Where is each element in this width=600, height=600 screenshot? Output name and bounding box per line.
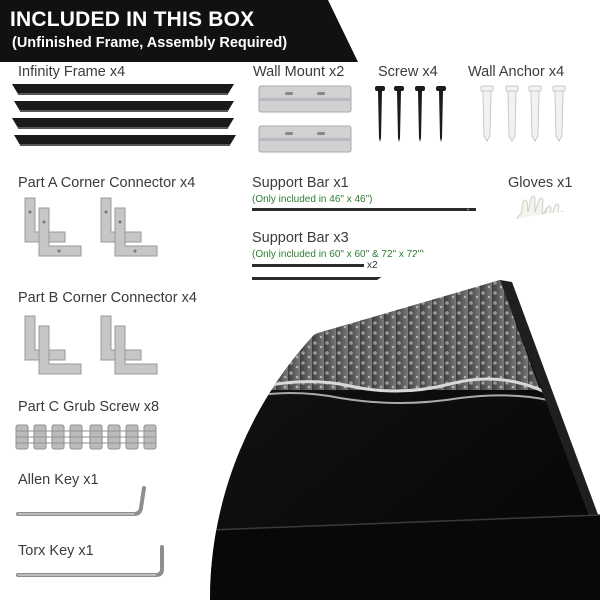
wall-anchor-image [480, 85, 566, 142]
torx-key-image [16, 545, 164, 577]
support-bar-1-image [252, 208, 476, 211]
grub-screw-label: Part C Grub Screw x8 [18, 399, 160, 415]
support-bar-1-label: Support Bar x1 [252, 175, 349, 191]
infinity-frame-label: Infinity Frame x4 [18, 64, 126, 80]
page-subtitle: (Unfinished Frame, Assembly Required) [12, 35, 288, 51]
wall-mount-image [258, 85, 352, 153]
support-bar-3-qty-x2: x2 [367, 260, 378, 271]
corner-b-image [24, 315, 158, 375]
header-banner [0, 0, 358, 62]
screw-image [375, 86, 446, 142]
grub-screw-image [15, 424, 157, 450]
gloves-label: Gloves x1 [508, 175, 573, 191]
support-bar-1-note: (Only included in 46" x 46") [252, 194, 373, 205]
corner-a-label: Part A Corner Connector x4 [18, 175, 196, 191]
support-bar-3-note: (Only included in 60" x 60" & 72" x 72") [252, 249, 425, 260]
corner-a-image [24, 197, 158, 257]
support-bar-3-image [252, 264, 476, 280]
infinity-frame-image [12, 84, 236, 146]
corner-b-label: Part B Corner Connector x4 [18, 290, 197, 306]
page-title: INCLUDED IN THIS BOX [10, 8, 255, 31]
wall-mount-label: Wall Mount x2 [253, 64, 345, 80]
screw-label: Screw x4 [378, 64, 438, 80]
wall-anchor-label: Wall Anchor x4 [468, 64, 565, 80]
allen-key-image [16, 486, 146, 516]
torx-key-label: Torx Key x1 [18, 543, 94, 559]
support-bar-3-label: Support Bar x3 [252, 230, 349, 246]
allen-key-label: Allen Key x1 [18, 472, 99, 488]
